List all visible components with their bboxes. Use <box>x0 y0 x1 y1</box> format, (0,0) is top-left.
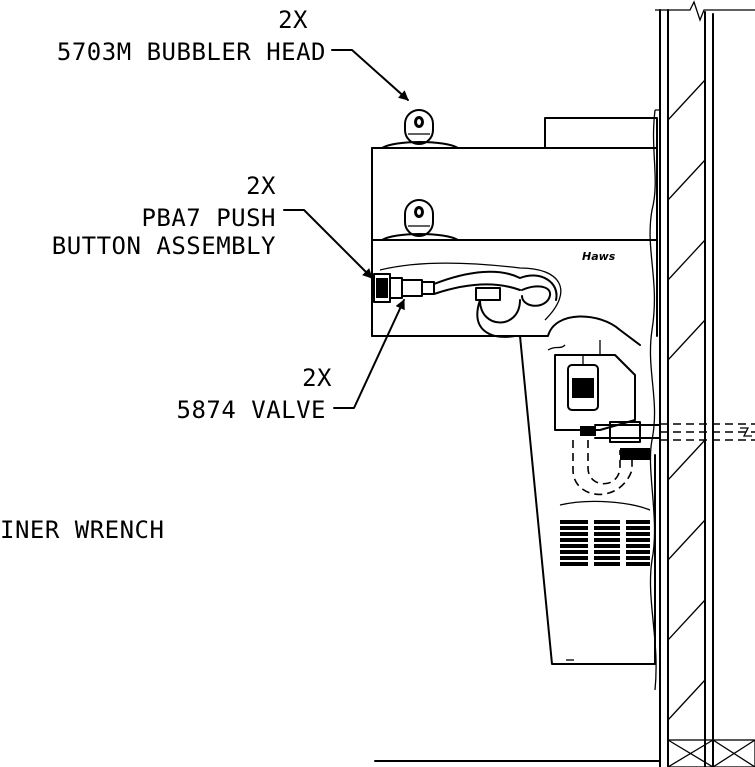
callout-wrench: INER WRENCH <box>0 516 164 544</box>
push-button-assembly <box>373 273 435 303</box>
lower-cabinet <box>519 335 656 665</box>
tubing <box>379 262 562 338</box>
mounting-bracket <box>649 109 660 691</box>
callout-bubbler-qty: 2X <box>278 6 308 34</box>
upper-housing: Haws <box>371 117 658 346</box>
callout-bubbler-name: 5703M BUBBLER HEAD <box>57 38 326 66</box>
bubbler-head-upper <box>381 109 459 149</box>
callout-push-button-line2: BUTTON ASSEMBLY <box>52 232 276 260</box>
wall <box>374 0 755 767</box>
callout-push-button: 2X PBA7 PUSH BUTTON ASSEMBLY <box>52 172 373 279</box>
callout-wrench-name: INER WRENCH <box>0 516 164 544</box>
callout-bubbler-head: 2X 5703M BUBBLER HEAD <box>57 6 409 101</box>
callout-valve-qty: 2X <box>302 364 332 392</box>
callout-valve: 2X 5874 VALVE <box>177 299 405 424</box>
plumbing <box>554 340 755 496</box>
haws-logo: Haws <box>582 250 616 263</box>
callout-push-button-line1: PBA7 PUSH <box>141 204 276 232</box>
callout-valve-name: 5874 VALVE <box>177 396 327 424</box>
bubbler-head-lower <box>381 199 459 241</box>
callout-push-button-qty: 2X <box>246 172 276 200</box>
